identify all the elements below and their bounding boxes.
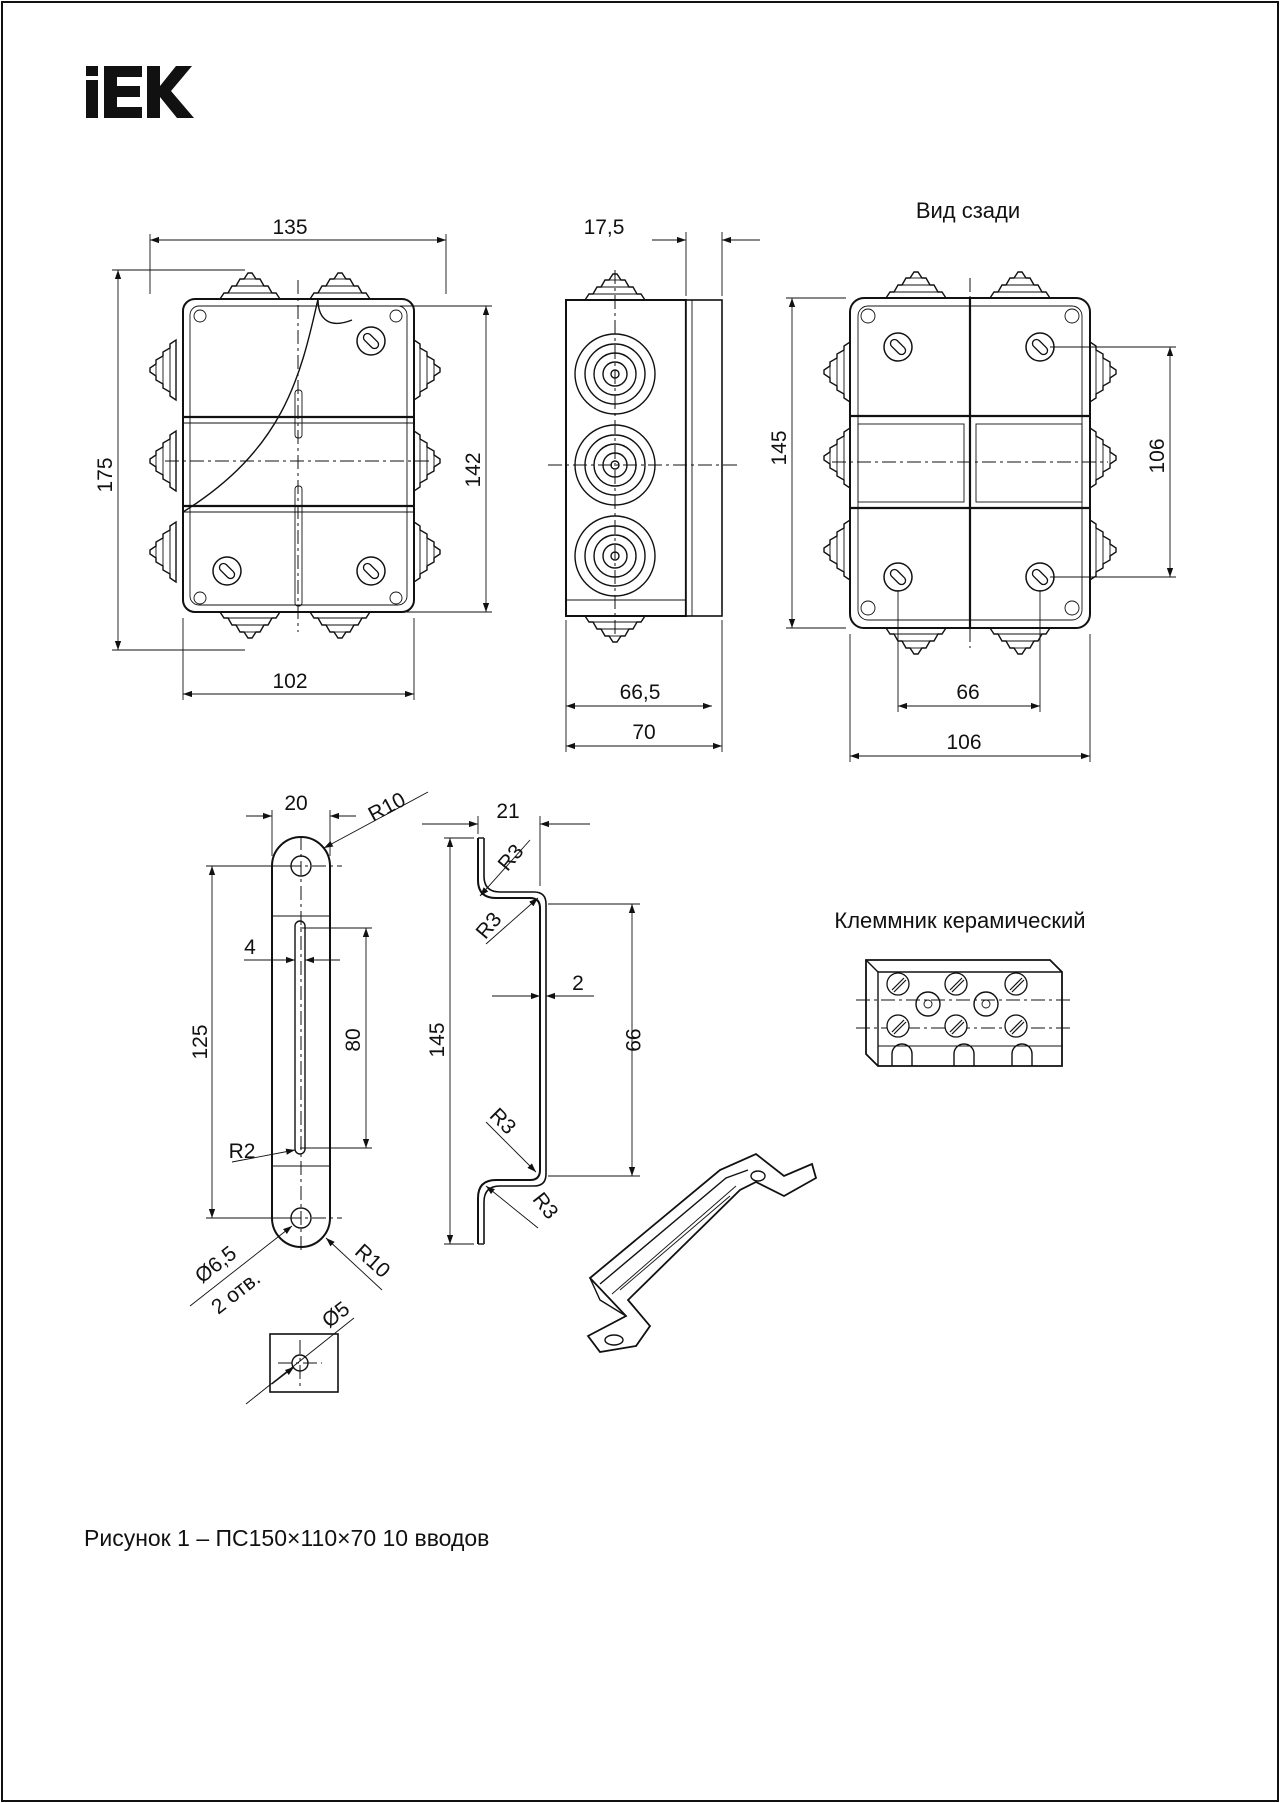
dim-side-depth-inner: 66,5 — [620, 681, 661, 704]
side-view — [548, 270, 740, 643]
dim-rear-width-inner: 66 — [956, 681, 979, 704]
dim-side-depth-total: 70 — [632, 721, 655, 744]
dim-rear-width-total: 106 — [946, 731, 981, 754]
rear-dimensions: 145 106 66 106 — [768, 297, 1176, 762]
bracket-isometric-view — [586, 1152, 818, 1353]
front-view — [149, 272, 441, 639]
hole-detail: Ø5 — [245, 1297, 355, 1405]
dim-bracket-radius-top: R10 — [365, 788, 410, 826]
dim-front-height-inner: 142 — [462, 452, 485, 487]
bracket-profile-dimensions: 21 R3 R3 145 2 99 R3 R3 — [422, 800, 644, 1245]
dim-profile-r2: R3 — [472, 908, 507, 943]
dim-bracket-slot-radius: R2 — [229, 1140, 256, 1163]
rear-view-title: Вид сзади — [916, 198, 1020, 223]
dim-bracket-width: 20 — [284, 792, 307, 815]
terminal-title: Клеммник керамический — [834, 908, 1085, 933]
dim-profile-offset: 21 — [496, 800, 519, 823]
front-dimensions: 135 175 142 102 — [94, 216, 492, 700]
rear-view — [823, 271, 1117, 655]
figure-caption: Рисунок 1 – ПС150×110×70 10 вводов — [84, 1525, 489, 1551]
bracket-front-view — [262, 836, 342, 1252]
bracket-front-dimensions: 20 R10 125 80 4 R2 Ø6,5 2 отв. R10 — [189, 788, 429, 1319]
dim-profile-r4: R3 — [528, 1188, 563, 1223]
bracket-profile-view — [477, 837, 547, 1245]
dim-profile-r3: R3 — [485, 1104, 520, 1139]
dim-side-depth-top: 17,5 — [584, 216, 625, 239]
side-dimensions: 17,5 66,5 70 — [565, 216, 760, 752]
dim-bracket-hole-spacing: 125 — [189, 1024, 212, 1059]
dim-rear-height: 145 — [768, 430, 791, 465]
terminal-block — [856, 959, 1070, 1067]
dim-profile-r1: R3 — [494, 840, 529, 875]
dim-profile-thickness: 2 — [572, 972, 584, 995]
dim-profile-inner: 99 — [621, 1028, 644, 1051]
dim-rear-height-inner: 106 — [1146, 438, 1169, 473]
dim-bracket-radius-bottom: R10 — [350, 1240, 394, 1283]
dim-front-width-top: 135 — [272, 216, 307, 239]
dim-bracket-slot-length: 80 — [342, 1028, 365, 1051]
iek-logo — [86, 66, 194, 118]
dim-front-width-bottom: 102 — [272, 670, 307, 693]
dim-front-height-total: 175 — [94, 457, 117, 492]
dim-profile-height: 145 — [426, 1022, 449, 1057]
dim-bracket-slot-width: 4 — [244, 936, 256, 959]
dim-detail-hole: Ø5 — [318, 1297, 354, 1332]
